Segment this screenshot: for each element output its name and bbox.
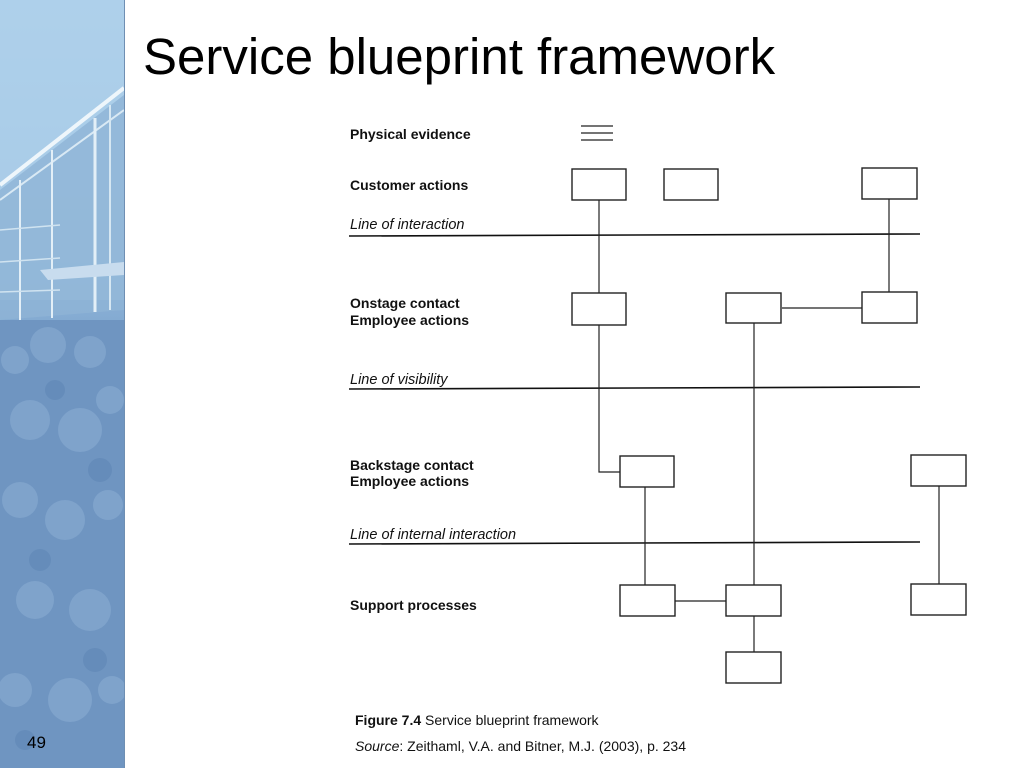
customer-action-box-1 <box>571 168 627 201</box>
decorative-side-panel <box>0 0 125 768</box>
line-of-internal-interaction <box>348 541 921 545</box>
page-number: 49 <box>27 733 46 752</box>
support-process-box-4 <box>725 651 782 684</box>
source-label: Source <box>355 738 400 754</box>
customer-action-box-3 <box>861 167 918 200</box>
line-of-interaction <box>348 233 921 237</box>
lane-label-onstage-line1: Onstage contact <box>350 295 460 311</box>
customer-action-box-2 <box>663 168 719 201</box>
connector-lines <box>598 199 940 652</box>
building-photo-image <box>0 0 124 768</box>
support-process-box-1 <box>619 584 676 617</box>
lane-label-physical-evidence: Physical evidence <box>350 126 471 142</box>
line-of-visibility <box>348 386 921 390</box>
figure-caption: Figure 7.4 Service blueprint framework <box>355 712 600 728</box>
figure-label: Figure 7.4 <box>355 712 421 728</box>
lane-label-customer-actions: Customer actions <box>350 177 468 193</box>
lane-label-onstage-line2: Employee actions <box>350 312 469 328</box>
line-label-visibility: Line of visibility <box>350 372 448 388</box>
lane-label-backstage-line1: Backstage contact <box>350 457 474 473</box>
support-process-box-2 <box>725 584 782 617</box>
onstage-action-box-2 <box>725 292 782 324</box>
line-label-interaction: Line of interaction <box>350 217 464 233</box>
onstage-action-box-3 <box>861 291 918 324</box>
slide-title: Service blueprint framework <box>143 28 776 85</box>
line-label-internal-interaction: Line of internal interaction <box>350 527 516 543</box>
source-text: : Zeithaml, V.A. and Bitner, M.J. (2003)… <box>399 738 686 754</box>
figure-source: Source: Zeithaml, V.A. and Bitner, M.J. … <box>355 738 686 754</box>
backstage-action-box-2 <box>910 454 967 487</box>
backstage-action-box-1 <box>619 455 675 488</box>
onstage-action-box-1 <box>571 292 627 326</box>
figure-title: Service blueprint framework <box>421 712 599 728</box>
physical-evidence-icon <box>581 125 613 141</box>
lane-label-backstage-line2: Employee actions <box>350 473 469 489</box>
support-process-box-3 <box>910 583 967 616</box>
lane-label-support-processes: Support processes <box>350 597 477 613</box>
